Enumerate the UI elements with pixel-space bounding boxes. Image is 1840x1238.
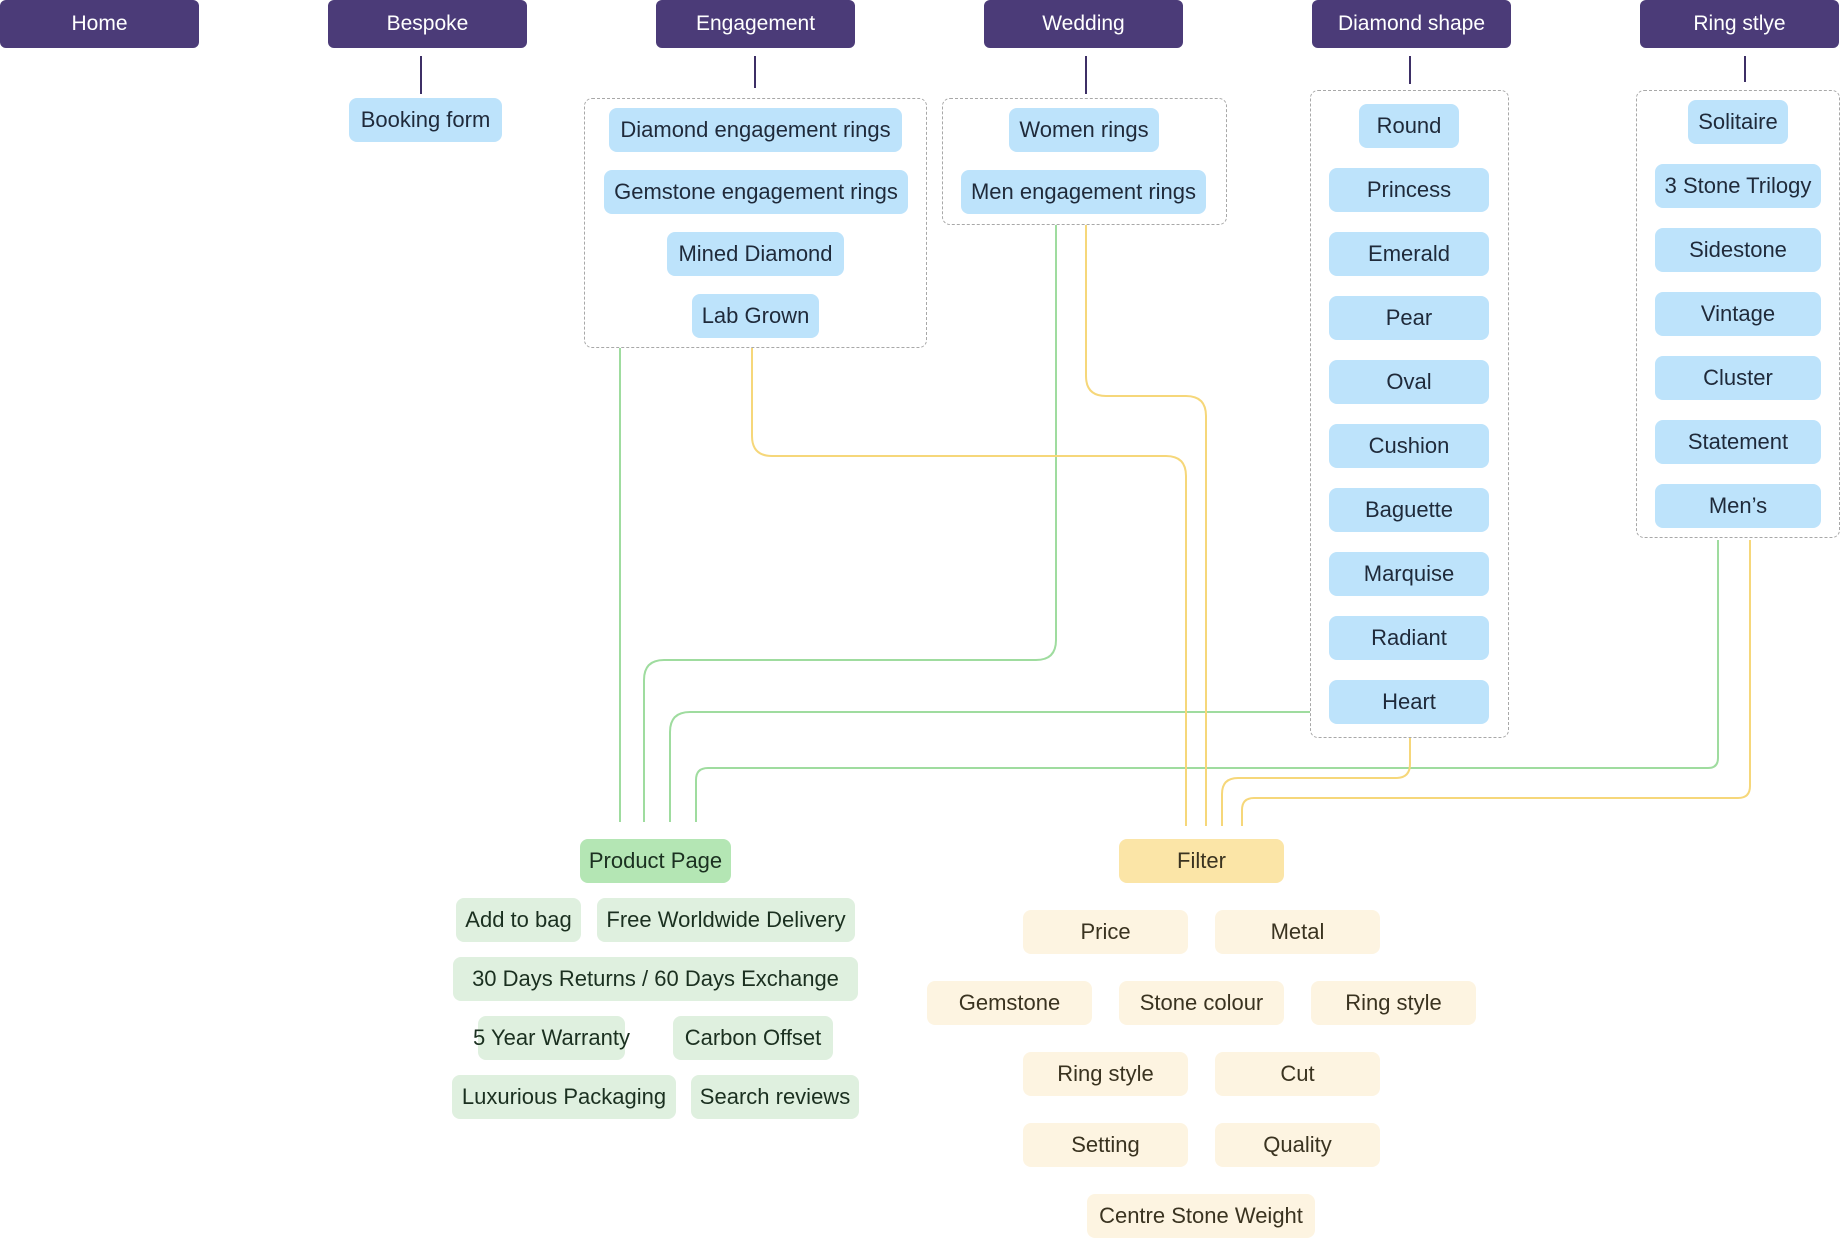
ring-style-3-stone-trilogy[interactable]: 3 Stone Trilogy	[1655, 164, 1821, 208]
filter-option-cut: Cut	[1215, 1052, 1380, 1096]
engagement-item-gemstone-rings[interactable]: Gemstone engagement rings	[604, 170, 908, 214]
ring-style-solitaire[interactable]: Solitaire	[1688, 100, 1788, 144]
link-diamond-shape-to-product	[669, 711, 1310, 822]
filter-node[interactable]: Filter	[1119, 839, 1284, 883]
nav-ring-style[interactable]: Ring stlye	[1640, 0, 1839, 48]
filter-option-stone-colour: Stone colour	[1119, 981, 1284, 1025]
product-feature-add-to-bag: Add to bag	[456, 898, 581, 942]
ring-style-cluster[interactable]: Cluster	[1655, 356, 1821, 400]
link-diamond-shape-to-filter	[1221, 738, 1411, 826]
ring-style-sidestone[interactable]: Sidestone	[1655, 228, 1821, 272]
filter-option-ring-style-2: Ring style	[1023, 1052, 1188, 1096]
product-feature-packaging: Luxurious Packaging	[452, 1075, 676, 1119]
product-feature-search-reviews: Search reviews	[691, 1075, 859, 1119]
product-feature-free-delivery: Free Worldwide Delivery	[597, 898, 855, 942]
filter-option-gemstone: Gemstone	[927, 981, 1092, 1025]
filter-option-price: Price	[1023, 910, 1188, 954]
wedding-item-men-rings[interactable]: Men engagement rings	[961, 170, 1206, 214]
nav-home[interactable]: Home	[0, 0, 199, 48]
wedding-group	[942, 98, 1227, 225]
link-ring-style-to-product	[695, 540, 1719, 822]
diamond-shape-radiant[interactable]: Radiant	[1329, 616, 1489, 660]
ring-style-statement[interactable]: Statement	[1655, 420, 1821, 464]
diamond-shape-baguette[interactable]: Baguette	[1329, 488, 1489, 532]
product-page-node[interactable]: Product Page	[580, 839, 731, 883]
product-feature-returns: 30 Days Returns / 60 Days Exchange	[453, 957, 858, 1001]
link-engagement-to-filter	[751, 348, 1187, 826]
diamond-shape-group	[1310, 90, 1509, 738]
product-feature-carbon-offset: Carbon Offset	[673, 1016, 833, 1060]
filter-option-ring-style: Ring style	[1311, 981, 1476, 1025]
engagement-item-lab-grown[interactable]: Lab Grown	[692, 294, 819, 338]
diamond-shape-heart[interactable]: Heart	[1329, 680, 1489, 724]
diamond-shape-cushion[interactable]: Cushion	[1329, 424, 1489, 468]
engagement-item-mined-diamond[interactable]: Mined Diamond	[667, 232, 844, 276]
filter-option-setting: Setting	[1023, 1123, 1188, 1167]
diamond-shape-marquise[interactable]: Marquise	[1329, 552, 1489, 596]
nav-bespoke[interactable]: Bespoke	[328, 0, 527, 48]
nav-wedding[interactable]: Wedding	[984, 0, 1183, 48]
nav-engagement[interactable]: Engagement	[656, 0, 855, 48]
link-wedding-to-product	[643, 225, 1057, 822]
product-feature-warranty: 5 Year Warranty	[473, 1016, 630, 1060]
diamond-shape-emerald[interactable]: Emerald	[1329, 232, 1489, 276]
nav-diamond-shape[interactable]: Diamond shape	[1312, 0, 1511, 48]
diamond-shape-pear[interactable]: Pear	[1329, 296, 1489, 340]
diamond-shape-princess[interactable]: Princess	[1329, 168, 1489, 212]
filter-option-centre-stone-weight: Centre Stone Weight	[1087, 1194, 1315, 1238]
engagement-item-diamond-rings[interactable]: Diamond engagement rings	[609, 108, 902, 152]
wedding-item-women-rings[interactable]: Women rings	[1009, 108, 1159, 152]
ring-style-mens[interactable]: Men’s	[1655, 484, 1821, 528]
diamond-shape-round[interactable]: Round	[1359, 104, 1459, 148]
diamond-shape-oval[interactable]: Oval	[1329, 360, 1489, 404]
link-ring-style-to-filter	[1241, 540, 1751, 826]
ring-style-vintage[interactable]: Vintage	[1655, 292, 1821, 336]
engagement-group	[584, 98, 927, 348]
link-wedding-to-filter	[1085, 225, 1207, 826]
filter-option-quality: Quality	[1215, 1123, 1380, 1167]
filter-option-metal: Metal	[1215, 910, 1380, 954]
bespoke-item-booking-form[interactable]: Booking form	[349, 98, 502, 142]
